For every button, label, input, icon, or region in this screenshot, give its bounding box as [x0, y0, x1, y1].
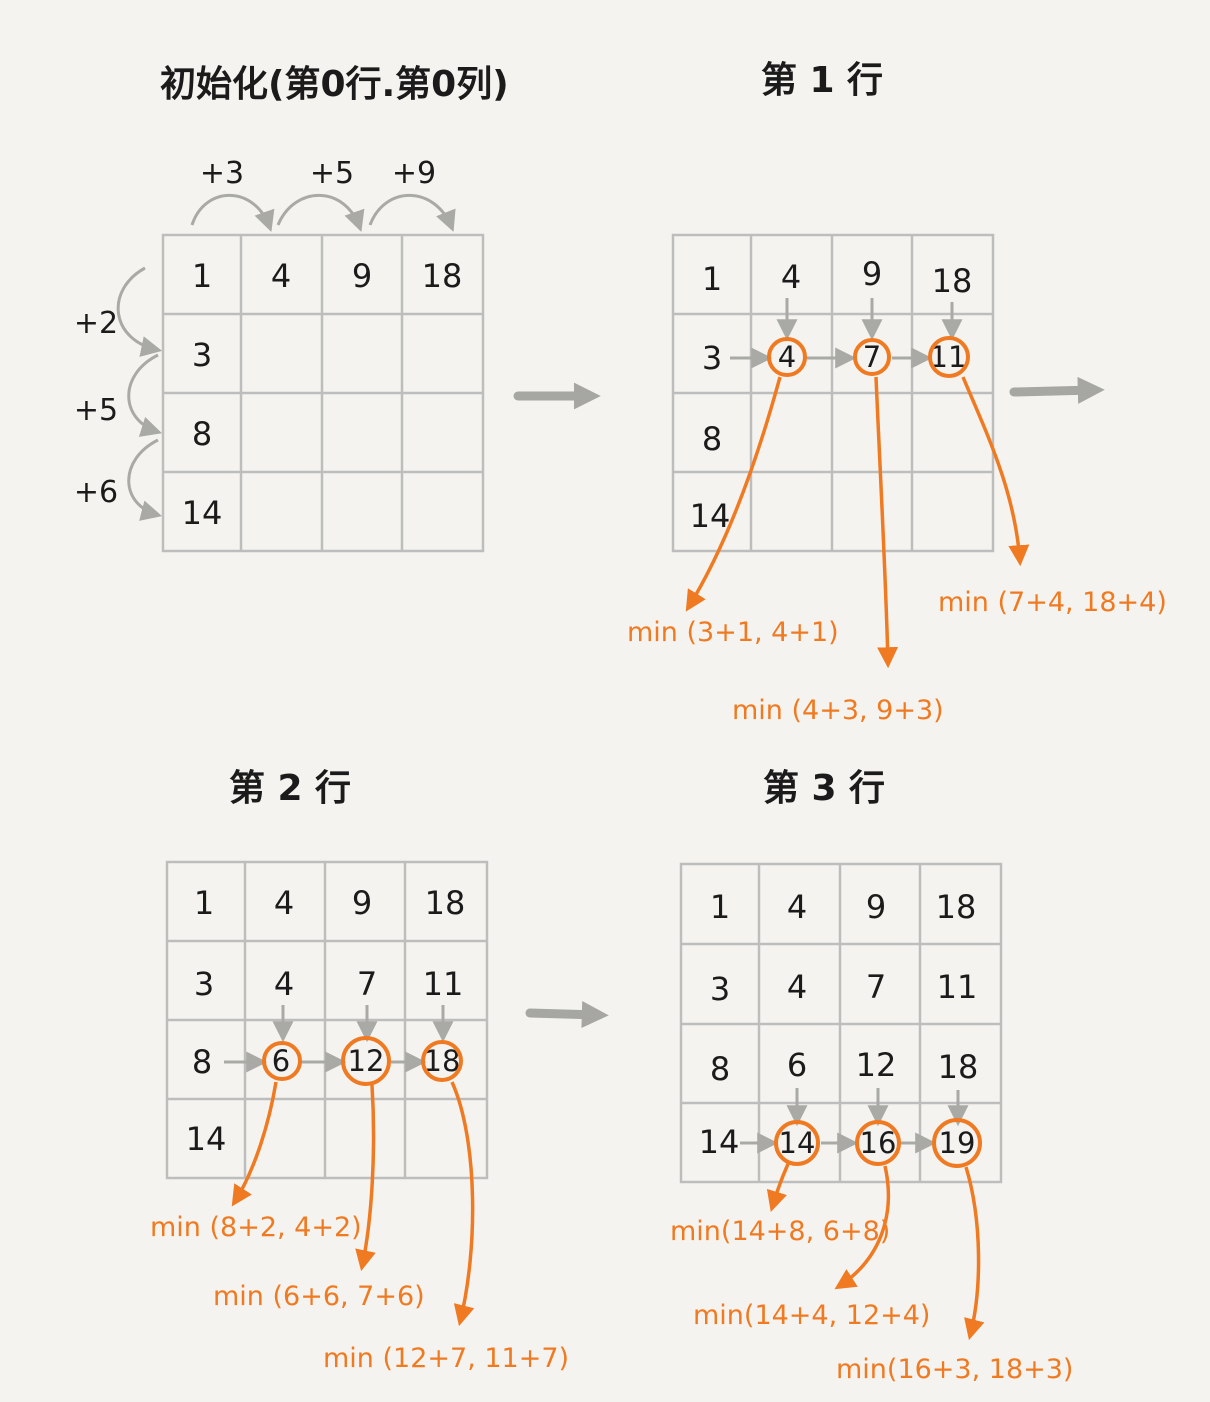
cell: 14	[690, 497, 731, 535]
cell: 18	[936, 888, 977, 926]
panel-init: 初始化(第0行.第0列) 1 4 9 18 3 8 14 +3 +5 +9	[74, 64, 509, 553]
panel-title: 第 2 行	[229, 768, 351, 809]
next-step-arrow	[525, 1001, 609, 1029]
cell: 14	[779, 1126, 816, 1160]
cell: 4	[778, 340, 796, 374]
grid	[679, 862, 1003, 1184]
cell: 9	[352, 884, 372, 922]
cell: 14	[186, 1120, 227, 1158]
formula-label: min (6+6, 7+6)	[213, 1281, 425, 1312]
cell: 4	[787, 968, 807, 1006]
cell: 7	[866, 968, 886, 1006]
cell: 19	[939, 1126, 976, 1160]
cell: 9	[352, 257, 372, 295]
formula-label: min(16+3, 18+3)	[836, 1354, 1073, 1385]
cell-values: 1 4 9 18 3 8 14	[182, 257, 463, 532]
cell: 9	[866, 888, 886, 926]
computation-arrows	[730, 298, 963, 369]
panel-row2: 第 2 行 1 4 9 18 3 4 7 11 8 6 12 18 14	[150, 768, 569, 1374]
curved-arrow	[127, 353, 163, 437]
panel-row3: 第 3 行 1 4 9 18 3 4 7 11 8 6 12 18 14 14 …	[670, 768, 1073, 1385]
next-step-arrow	[1009, 376, 1105, 404]
cell: 16	[860, 1126, 897, 1160]
cell: 12	[856, 1046, 897, 1084]
formula-label: min(14+4, 12+4)	[693, 1300, 930, 1331]
cell: 18	[424, 1044, 461, 1078]
cell: 1	[702, 260, 722, 298]
cell: 18	[938, 1048, 979, 1086]
cell: 18	[422, 257, 463, 295]
cell: 1	[194, 884, 214, 922]
increment-label: +5	[310, 156, 354, 191]
cell: 18	[932, 262, 973, 300]
increment-label: +2	[74, 306, 118, 341]
grid	[165, 860, 489, 1180]
cell: 1	[710, 888, 730, 926]
cell-values: 1 4 9 18 3 4 7 11 8 6 12 18 14 14 16 19	[699, 888, 979, 1161]
cell: 11	[423, 965, 464, 1003]
highlight-rings	[774, 1118, 982, 1168]
panel-title: 初始化(第0行.第0列)	[160, 64, 509, 105]
cell: 8	[710, 1050, 730, 1088]
formula-label: min (4+3, 9+3)	[732, 695, 944, 726]
cell: 12	[348, 1044, 385, 1078]
increment-label: +9	[392, 156, 436, 191]
computation-arrows	[740, 1088, 969, 1154]
highlight-rings	[767, 336, 970, 378]
increment-label: +6	[74, 475, 118, 510]
curved-arrow	[276, 193, 365, 232]
cell: 4	[274, 965, 294, 1003]
curved-arrow	[190, 193, 275, 232]
formula-label: min (12+7, 11+7)	[323, 1343, 569, 1374]
cell: 4	[274, 884, 294, 922]
cell: 14	[182, 494, 223, 532]
computation-arrows	[224, 1005, 454, 1073]
cell: 18	[425, 884, 466, 922]
formula-label: min (7+4, 18+4)	[938, 587, 1167, 618]
curved-arrow	[368, 193, 456, 232]
highlight-rings	[262, 1036, 463, 1086]
curved-arrow	[127, 438, 163, 521]
column-increments: +3 +5 +9	[190, 156, 456, 232]
cell: 4	[271, 257, 291, 295]
increment-label: +5	[74, 393, 118, 428]
cell: 3	[702, 339, 722, 377]
cell: 1	[192, 257, 212, 295]
cell: 7	[357, 965, 377, 1003]
cell: 11	[937, 968, 978, 1006]
formula-leaders	[231, 1081, 475, 1327]
cell: 8	[192, 415, 212, 453]
cell: 4	[781, 258, 801, 296]
formula-label: min(14+8, 6+8)	[670, 1216, 890, 1247]
cell: 4	[787, 888, 807, 926]
cell: 14	[699, 1123, 740, 1161]
cell: 3	[192, 336, 212, 374]
row-increments: +2 +5 +6	[74, 266, 163, 521]
panel-row1: 第 1 行 1 4 9 18 3 4 7 11 8 14	[627, 60, 1167, 726]
grid	[671, 233, 995, 553]
formula-leaders	[685, 376, 1030, 669]
formula-leaders	[766, 1163, 985, 1341]
cell: 3	[194, 965, 214, 1003]
increment-label: +3	[200, 156, 244, 191]
grid	[161, 233, 485, 553]
curved-arrow	[116, 266, 163, 357]
cell-values: 1 4 9 18 3 4 7 11 8 6 12 18 14	[186, 884, 466, 1158]
cell: 3	[710, 970, 730, 1008]
cell: 9	[862, 255, 882, 293]
cell: 6	[787, 1046, 807, 1084]
formula-label: min (3+1, 4+1)	[627, 617, 839, 648]
panel-title: 第 1 行	[761, 60, 883, 101]
cell: 7	[863, 340, 881, 374]
cell: 6	[272, 1044, 290, 1078]
formula-label: min (8+2, 4+2)	[150, 1212, 362, 1243]
cell: 8	[702, 420, 722, 458]
panel-title: 第 3 行	[763, 768, 885, 809]
cell: 8	[192, 1043, 212, 1081]
